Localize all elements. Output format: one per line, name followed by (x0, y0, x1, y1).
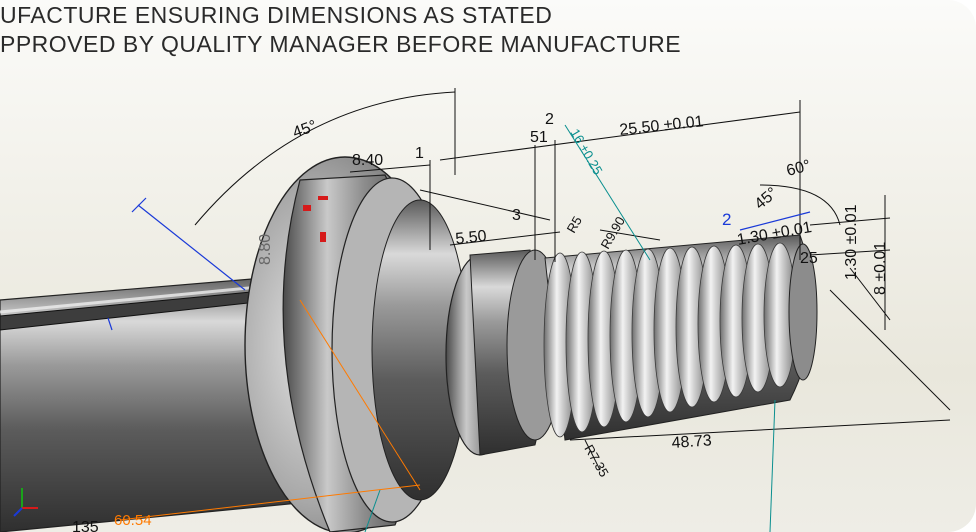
drawing-note-2: PPROVED BY QUALITY MANAGER BEFORE MANUFA… (0, 31, 682, 57)
dim-8-tol: 8 ±0.01 (872, 242, 889, 295)
dim-blue-2: 2 (722, 210, 731, 229)
red-dimension-markers (303, 196, 328, 242)
dim-60deg: 60° (785, 157, 813, 180)
dim-8-80: 8.80 (257, 234, 274, 265)
dim-r5: R5 (564, 214, 585, 236)
dim-135: 135 (72, 519, 99, 532)
dim-8-40: 8.40 (352, 152, 383, 169)
dim-r9-90: R9.90 (598, 214, 628, 252)
dim-48-73: 48.73 (671, 432, 712, 452)
dim-3: 3 (512, 207, 521, 224)
dim-25-50: 25.50 ±0.01 (619, 113, 705, 139)
dim-2: 2 (545, 111, 554, 128)
dim-51: 51 (530, 129, 548, 146)
dim-60-54: 60.54 (114, 512, 152, 529)
drawing-note-1: UFACTURE ENSURING DIMENSIONS AS STATED (0, 2, 553, 28)
axis-triad-icon (13, 488, 38, 517)
dim-25: 25 (800, 250, 818, 267)
threaded-section[interactable] (543, 234, 818, 441)
dim-1: 1 (415, 145, 424, 162)
dim-45deg-small: 45° (752, 184, 781, 213)
dim-r7-35: R7.35 (581, 442, 611, 480)
dim-teal-16: 16 ±0.25 (567, 126, 605, 177)
dim-angle-45: 45° (291, 118, 320, 142)
dim-1-30-b: 1.30 ±0.01 (843, 204, 860, 280)
dim-5-50: 5.50 (455, 228, 488, 248)
